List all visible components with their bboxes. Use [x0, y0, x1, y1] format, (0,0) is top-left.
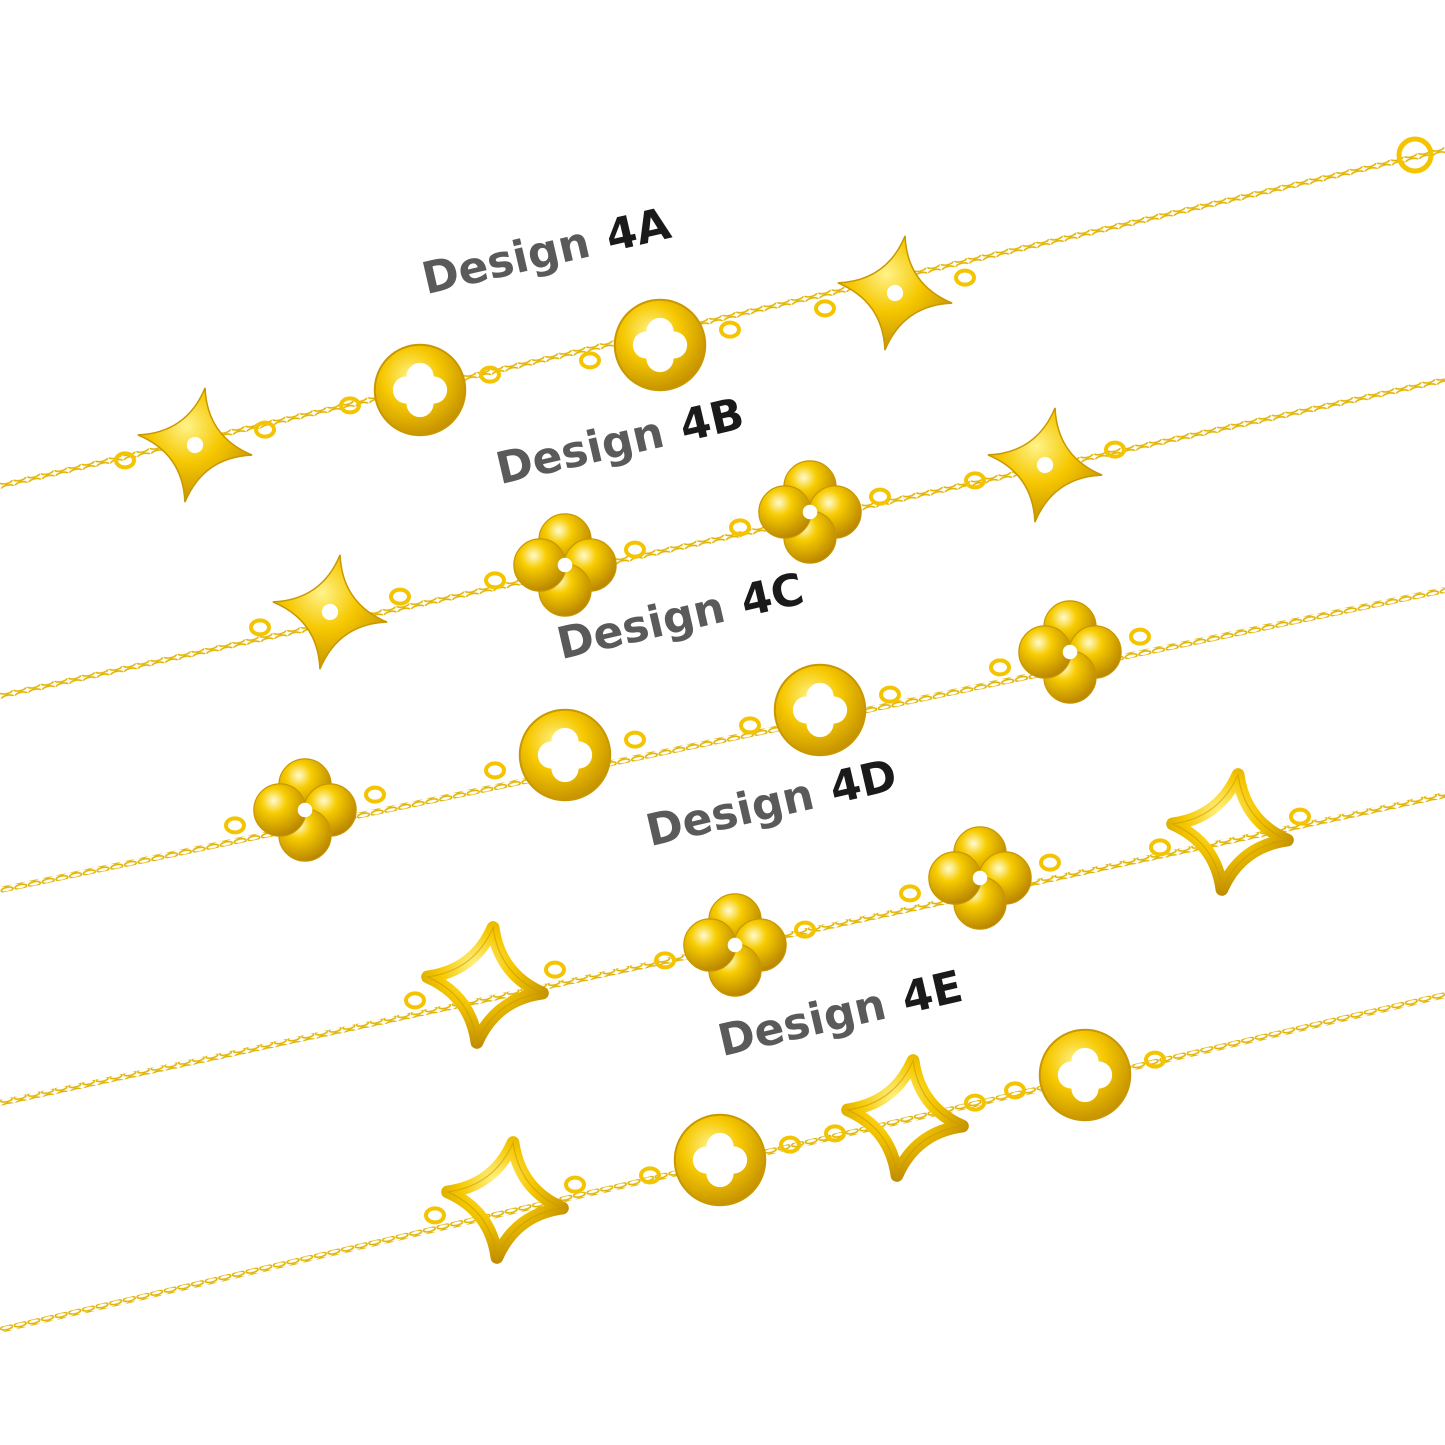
jump-ring	[484, 761, 506, 780]
star-charm	[272, 554, 388, 670]
clover-charm	[518, 708, 612, 802]
jump-ring	[254, 420, 276, 439]
jump-ring	[624, 540, 646, 559]
chain	[0, 147, 1445, 489]
jump-ring	[654, 951, 676, 970]
jump-ring	[564, 1175, 586, 1194]
jump-ring	[1289, 807, 1311, 826]
jump-ring	[114, 451, 136, 470]
jump-ring	[339, 396, 361, 415]
jump-ring	[224, 816, 246, 835]
open-star-charm	[841, 1054, 969, 1182]
jump-ring	[484, 571, 506, 590]
clover-charm	[773, 663, 867, 757]
jump-ring	[879, 685, 901, 704]
jump-ring	[869, 487, 891, 506]
jump-ring	[544, 960, 566, 979]
jump-ring	[424, 1206, 446, 1225]
bracelet-4a	[0, 136, 1445, 503]
jump-ring	[389, 587, 411, 606]
open-star-charm	[421, 921, 549, 1049]
open-star-charm	[441, 1136, 569, 1264]
bracelet-4d	[0, 768, 1445, 1106]
jump-ring	[779, 1135, 801, 1154]
flower-charm	[928, 826, 1032, 930]
jump-ring	[719, 320, 741, 339]
star-charm	[137, 387, 253, 503]
flower-charm	[253, 758, 357, 862]
jump-ring	[814, 299, 836, 318]
flower-charm	[513, 513, 617, 617]
jump-ring	[824, 1124, 846, 1143]
jump-ring	[964, 1093, 986, 1112]
clover-charm	[1038, 1028, 1132, 1122]
jump-ring	[954, 268, 976, 287]
jump-ring	[729, 518, 751, 537]
jump-ring	[1129, 627, 1151, 646]
jump-ring	[1149, 838, 1171, 857]
jump-ring	[989, 658, 1011, 677]
clasp-ring	[1396, 136, 1434, 174]
bracelet-4c	[0, 587, 1445, 893]
jump-ring	[249, 618, 271, 637]
jump-ring	[1004, 1081, 1026, 1100]
open-star-charm	[1166, 768, 1294, 896]
flower-charm	[683, 893, 787, 997]
jump-ring	[964, 471, 986, 490]
clover-charm	[373, 343, 467, 437]
jump-ring	[404, 991, 426, 1010]
jump-ring	[639, 1166, 661, 1185]
flower-charm	[758, 460, 862, 564]
jump-ring	[1039, 853, 1061, 872]
bracelet-4e	[0, 992, 1445, 1333]
jump-ring	[794, 920, 816, 939]
jump-ring	[1104, 440, 1126, 459]
jump-ring	[364, 785, 386, 804]
flower-charm	[1018, 600, 1122, 704]
clover-charm	[613, 298, 707, 392]
bracelet-4b	[0, 377, 1445, 699]
jump-ring	[579, 351, 601, 370]
jump-ring	[624, 730, 646, 749]
jump-ring	[1144, 1050, 1166, 1069]
star-charm	[837, 235, 953, 351]
jump-ring	[899, 884, 921, 903]
jump-ring	[479, 365, 501, 384]
star-charm	[987, 407, 1103, 523]
jump-ring	[739, 716, 761, 735]
clover-charm	[673, 1113, 767, 1207]
